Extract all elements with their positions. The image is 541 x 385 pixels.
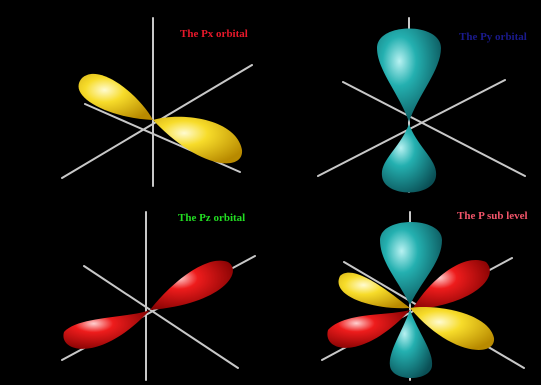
pz-lobe-lower (63, 310, 150, 349)
p-sublevel-yellow-lobe-front (410, 307, 495, 350)
p-sublevel-panel (321, 211, 525, 381)
px-orbital-label: The Px orbital (180, 28, 248, 40)
p-sublevel-teal-lobe-top (380, 222, 442, 305)
py-lobe-bottom (381, 124, 437, 193)
py-orbital-panel (317, 17, 526, 193)
px-lobe-right (153, 116, 243, 164)
pz-lobe-upper (150, 260, 233, 310)
py-lobe-top (377, 28, 441, 122)
px-lobe-left (78, 73, 153, 120)
p-sublevel-yellow-lobe-back (338, 272, 410, 309)
pz-orbital-label: The Pz orbital (178, 212, 246, 224)
px-orbital-panel (61, 17, 253, 187)
p-sublevel-red-lobe-front (327, 310, 410, 348)
pz-orbital-panel (61, 211, 256, 381)
p-sublevel-teal-lobe-bottom (389, 310, 433, 378)
py-orbital-label: The Py orbital (459, 31, 527, 43)
p-sublevel-red-lobe-back (412, 260, 490, 310)
pz-axes (61, 211, 256, 381)
p-sublevel-label: The P sub level (457, 210, 528, 222)
